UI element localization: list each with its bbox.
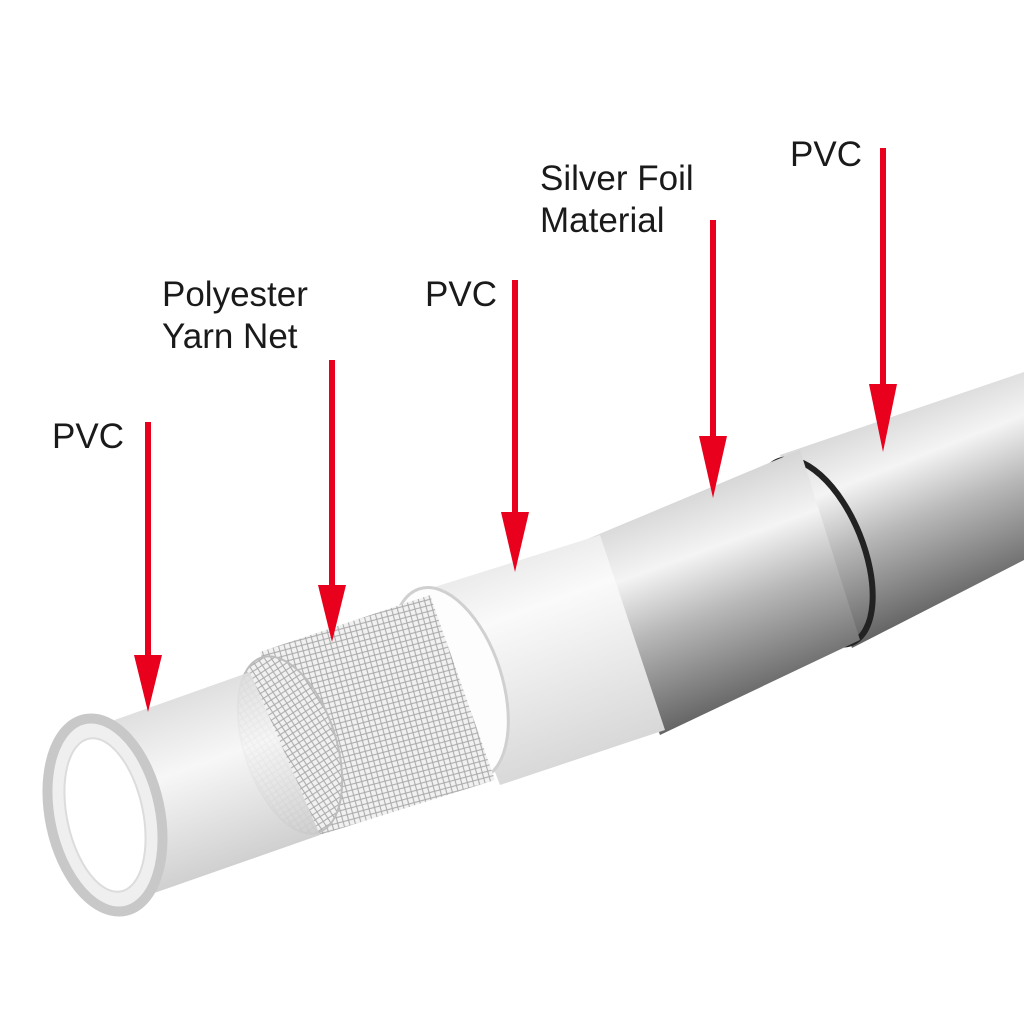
- arrow-polyester-net: [318, 360, 346, 642]
- arrow-pvc-right: [869, 148, 897, 452]
- label-line: PVC: [425, 275, 497, 314]
- inner-clear-pvc-tube: [42, 672, 320, 917]
- label-pvc-right: PVC: [790, 134, 862, 176]
- arrow-pvc-middle: [501, 280, 529, 572]
- arrow-silver-foil: [699, 220, 727, 498]
- label-pvc-middle: PVC: [425, 274, 497, 316]
- arrow-pvc-outer-left: [134, 422, 162, 712]
- label-line: Polyester: [162, 275, 308, 314]
- label-polyester-yarn-net: Polyester Yarn Net: [162, 274, 308, 358]
- label-line: Material: [540, 201, 665, 240]
- label-silver-foil-material: Silver Foil Material: [540, 158, 694, 242]
- label-pvc-outer-left: PVC: [52, 416, 124, 458]
- label-line: Yarn Net: [162, 317, 298, 356]
- silver-foil-layer: [585, 450, 860, 735]
- label-line: PVC: [52, 417, 124, 456]
- label-line: Silver Foil: [540, 159, 694, 198]
- label-line: PVC: [790, 135, 862, 174]
